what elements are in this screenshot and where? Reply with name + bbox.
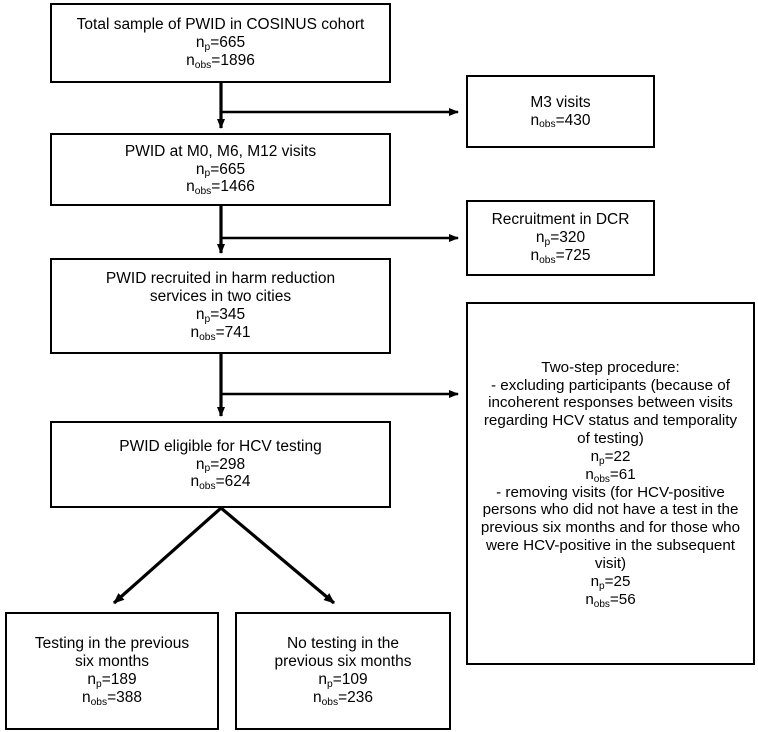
node-pwid-m0-m6-m12[interactable]: PWID at M0, M6, M12 visits np=665 nobs=1… [50,133,391,206]
node-dcr-nobs: nobs=725 [530,246,591,266]
node-total-np: np=665 [195,34,246,53]
node-notesting-nobs: nobs=236 [312,688,374,708]
node-notesting-title-line2: previous six months [274,653,412,671]
node-dcr-np: np=320 [535,229,586,248]
node-no-testing-previous-six-months[interactable]: No testing in the previous six months np… [235,612,451,730]
node-eligible-nobs: nobs=624 [190,473,251,493]
edge-eligible-to-notesting [219,506,336,605]
node-testing-previous-six-months[interactable]: Testing in the previous six months np=18… [5,612,219,730]
node-eligible-title: PWID eligible for HCV testing [119,437,322,455]
edge-eligible-to-testing [112,506,223,605]
node-pwid-eligible-hcv-testing[interactable]: PWID eligible for HCV testing np=298 nob… [50,421,391,508]
node-m0m6m12-nobs: nobs=1466 [186,178,255,198]
twostep-heading: Two-step procedure: [541,358,680,376]
node-dcr-title: Recruitment in DCR [491,211,630,229]
twostep-step1-nobs: nobs=61 [585,465,636,485]
node-total-sample[interactable]: Total sample of PWID in COSINUS cohort n… [50,3,391,83]
node-testing-title-line2: six months [74,653,150,671]
node-testing-nobs: nobs=388 [81,688,143,708]
node-notesting-np: np=109 [318,671,368,690]
twostep-step2-nobs: nobs=56 [585,590,636,610]
node-pwid-harm-reduction[interactable]: PWID recruited in harm reduction service… [50,258,391,354]
node-harm-nobs: nobs=741 [190,323,251,343]
node-total-title: Total sample of PWID in COSINUS cohort [76,16,365,34]
node-harm-np: np=345 [195,306,246,325]
node-m3-title: M3 visits [530,93,591,111]
node-m3-nobs: nobs=430 [530,111,591,131]
node-recruitment-in-dcr[interactable]: Recruitment in DCR np=320 nobs=725 [466,200,655,276]
node-harm-title-line1: PWID recruited in harm reduction [105,270,336,288]
node-m0m6m12-np: np=665 [195,160,246,180]
node-testing-title-line1: Testing in the previous [34,635,190,653]
twostep-step1-text: - excluding participants (because of inc… [483,376,738,448]
twostep-step2-np: np=25 [590,573,631,592]
node-m3-visits[interactable]: M3 visits nobs=430 [466,75,655,148]
twostep-step1-np: np=22 [590,448,631,467]
twostep-step2-text: - removing visits (for HCV-positive pers… [480,483,741,573]
node-eligible-np: np=298 [195,455,246,475]
node-testing-np: np=189 [87,671,137,690]
node-total-nobs: nobs=1896 [186,51,255,71]
node-harm-title-line2: services in two cities [149,288,292,306]
node-notesting-title-line1: No testing in the [286,635,399,653]
node-two-step-procedure[interactable]: Two-step procedure: - excluding particip… [466,302,755,665]
node-m0m6m12-title: PWID at M0, M6, M12 visits [124,142,317,160]
